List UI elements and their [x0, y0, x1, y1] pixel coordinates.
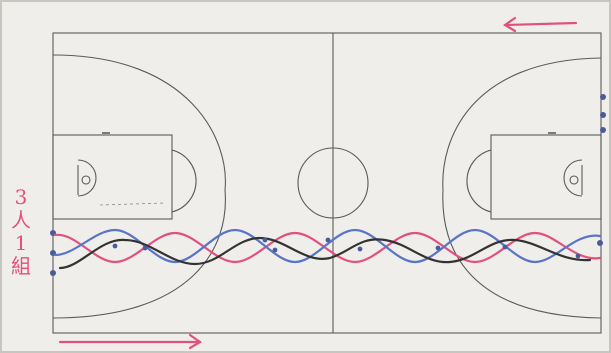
note-line: 組 [4, 255, 38, 278]
weave-dot [143, 246, 148, 251]
note-line: 3 [4, 186, 38, 209]
magnet-dot [600, 112, 606, 118]
weave-dot [113, 244, 118, 249]
weave-dot [436, 246, 441, 251]
weave-dot [263, 238, 268, 243]
note-line: 人 [4, 209, 38, 232]
magnet-dot [597, 240, 603, 246]
magnet-dot [600, 94, 606, 100]
magnet-dot [600, 127, 606, 133]
note-line: 1 [4, 232, 38, 255]
weave-dot [503, 245, 508, 250]
weave-dot [358, 247, 363, 252]
weave-dot [326, 238, 331, 243]
group-size-note: 3 人 1 組 [4, 186, 38, 278]
weave-dot [273, 248, 278, 253]
magnet-dot [50, 270, 56, 276]
weave-dot [576, 254, 581, 259]
